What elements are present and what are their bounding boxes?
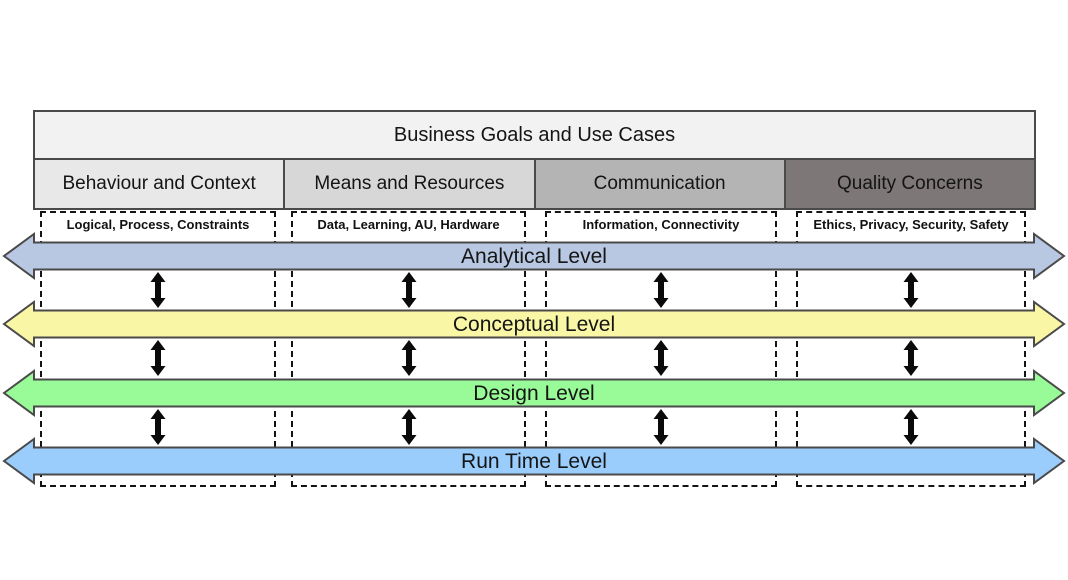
aspect-sublabel-3: Information, Connectivity bbox=[582, 217, 740, 232]
aspect-header-means-and-resources: Means and Resources bbox=[283, 160, 534, 208]
vertical-double-arrow-icon bbox=[653, 272, 669, 308]
analytical-level-arrow bbox=[2, 232, 1066, 280]
double-arrow-shape bbox=[2, 232, 1066, 280]
vertical-double-arrow-icon bbox=[903, 340, 919, 376]
vertical-double-arrow-icon bbox=[150, 340, 166, 376]
column-dashed-region-1: Logical, Process, Constraints bbox=[40, 211, 276, 487]
vertical-double-arrow-icon bbox=[401, 272, 417, 308]
column-dashed-region-2: Data, Learning, AU, Hardware bbox=[291, 211, 526, 487]
aspect-header-row: Behaviour and Context Means and Resource… bbox=[33, 158, 1036, 210]
column-dashed-region-4: Ethics, Privacy, Security, Safety bbox=[796, 211, 1026, 487]
double-arrow-shape bbox=[2, 369, 1066, 417]
aspect-header-behaviour-and-context: Behaviour and Context bbox=[35, 160, 284, 208]
vertical-double-arrow-icon bbox=[401, 340, 417, 376]
run-time-level-arrow bbox=[2, 437, 1066, 485]
vertical-double-arrow-icon bbox=[903, 272, 919, 308]
vertical-double-arrow-icon bbox=[653, 340, 669, 376]
aspect-sublabel-1: Logical, Process, Constraints bbox=[66, 217, 250, 232]
vertical-double-arrow-icon bbox=[150, 272, 166, 308]
vertical-double-arrow-icon bbox=[653, 409, 669, 445]
aspect-sublabel-2: Data, Learning, AU, Hardware bbox=[317, 217, 500, 232]
column-dashed-region-3: Information, Connectivity bbox=[545, 211, 777, 487]
double-arrow-shape bbox=[2, 300, 1066, 348]
vertical-double-arrow-icon bbox=[401, 409, 417, 445]
design-level-arrow bbox=[2, 369, 1066, 417]
conceptual-level-arrow bbox=[2, 300, 1066, 348]
double-arrow-shape bbox=[2, 437, 1066, 485]
vertical-double-arrow-icon bbox=[150, 409, 166, 445]
aspect-header-communication: Communication bbox=[533, 160, 784, 208]
aspect-header-quality-concerns: Quality Concerns bbox=[783, 160, 1034, 208]
business-goals-header: Business Goals and Use Cases bbox=[33, 110, 1036, 160]
vertical-double-arrow-icon bbox=[903, 409, 919, 445]
aspect-sublabel-4: Ethics, Privacy, Security, Safety bbox=[813, 217, 1009, 232]
